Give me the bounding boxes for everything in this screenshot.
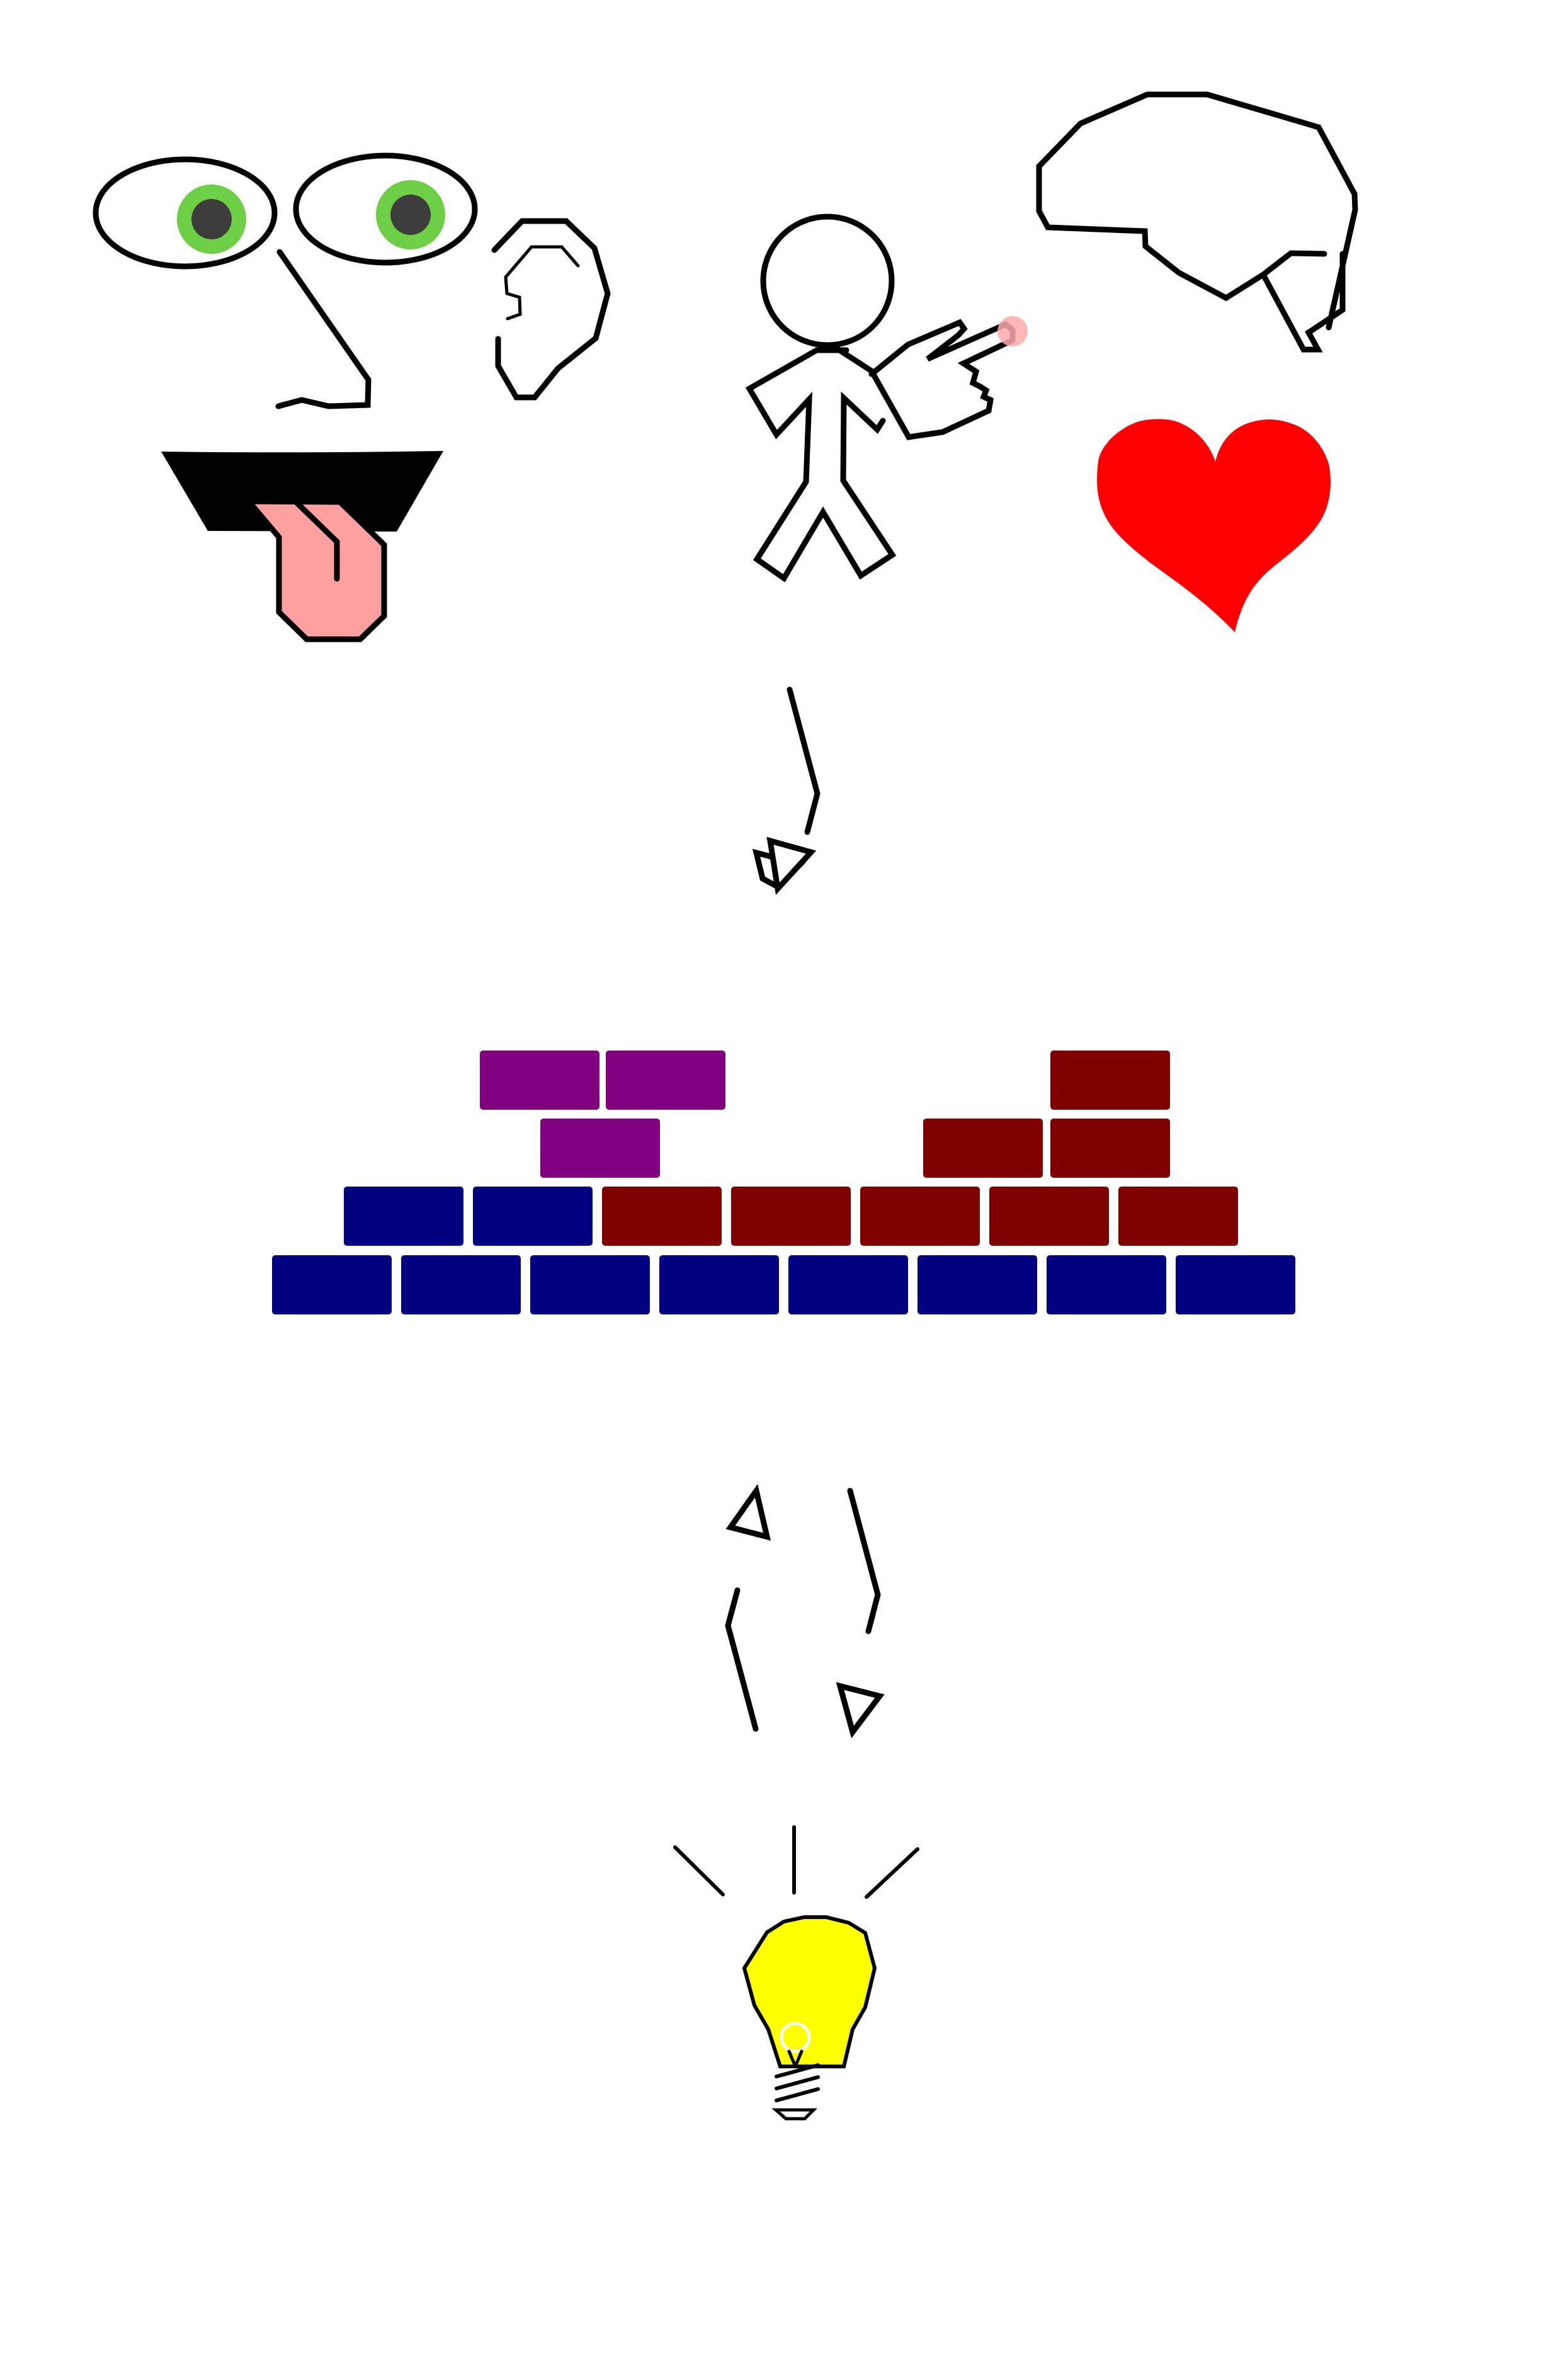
brick-navy — [1047, 1255, 1166, 1314]
brick-maroon — [860, 1187, 980, 1246]
brick-maroon — [1118, 1187, 1238, 1246]
brain-outline-icon — [1036, 91, 1358, 353]
ear-icon — [491, 218, 611, 401]
brick-purple — [540, 1119, 660, 1178]
brick-purple — [480, 1051, 599, 1110]
eyes-icon — [93, 152, 478, 270]
brick-maroon — [602, 1187, 722, 1246]
brick-maroon — [731, 1187, 851, 1246]
brick-maroon — [1050, 1051, 1170, 1110]
arrow-up-icon — [725, 1484, 771, 1732]
brick-navy — [659, 1255, 779, 1314]
lightbulb-icon — [673, 1825, 919, 2121]
arrow-down-icon — [752, 687, 821, 895]
brick-navy — [344, 1187, 463, 1246]
brick-navy — [473, 1187, 593, 1246]
brick-maroon — [923, 1119, 1043, 1178]
heart-icon — [1097, 419, 1331, 632]
mouth-with-tongue-icon — [161, 451, 443, 642]
brick-purple — [606, 1051, 725, 1110]
stick-figure-pointing-icon — [745, 214, 1028, 583]
brick-navy — [272, 1255, 392, 1314]
fingertip-touch-icon — [997, 316, 1028, 346]
brick-navy — [530, 1255, 650, 1314]
brick-navy — [401, 1255, 521, 1314]
brick-wall — [272, 1051, 1295, 1314]
brick-maroon — [989, 1187, 1109, 1246]
arrow-down-to-bulb-icon — [836, 1488, 885, 1739]
nose-icon — [275, 249, 372, 409]
brick-navy — [788, 1255, 908, 1314]
brick-navy — [1176, 1255, 1295, 1314]
brick-navy — [918, 1255, 1037, 1314]
brick-maroon — [1050, 1119, 1170, 1178]
